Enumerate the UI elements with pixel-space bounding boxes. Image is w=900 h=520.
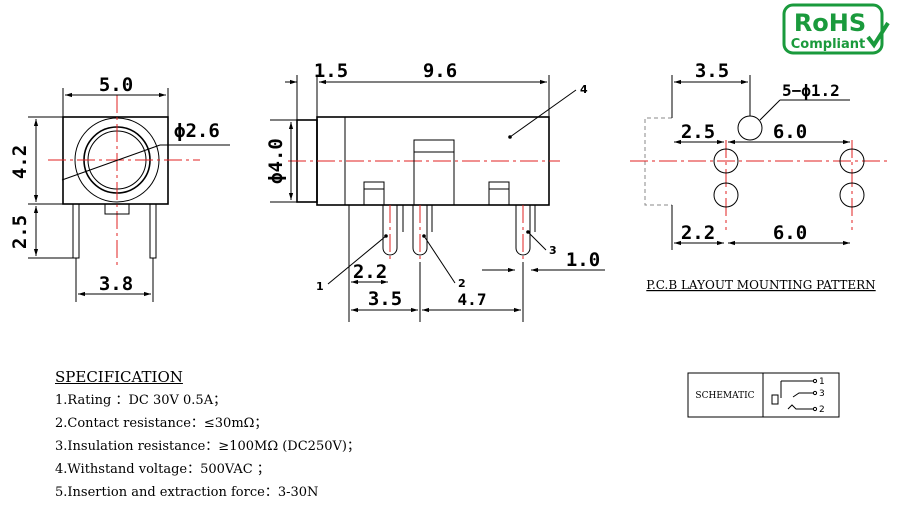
rohs-compliant-logo: RoHS Compliant (782, 3, 890, 55)
pcb-caption: P.C.B LAYOUT MOUNTING PATTERN (646, 278, 875, 292)
schematic-jack-symbol (771, 394, 779, 405)
spec-rating: 1.Rating ：DC 30V 0.5A； (55, 393, 227, 408)
dim-front-height: 4.2 (9, 145, 31, 179)
dim-pcb-row2-left: 2.2 (681, 222, 715, 244)
dim-pcb-row1-left: 2.5 (681, 121, 715, 143)
schematic-label: SCHEMATIC (695, 391, 754, 401)
schematic-terminal-3: 3 (819, 389, 825, 399)
pcb-hole-row1-left (713, 148, 739, 174)
pcb-hole-row2-left (713, 182, 739, 208)
side-pin-1 (382, 205, 398, 256)
phi-leader (61, 144, 161, 181)
pcb-hole-spec: 5−ϕ1.2 (782, 81, 840, 100)
schematic-terminal-2: 2 (819, 405, 825, 415)
spec-insertion-force: 5.Insertion and extraction force：3-30N (55, 485, 319, 500)
dim-pin-height: 2.5 (9, 215, 31, 249)
callout-2: 2 (458, 277, 466, 290)
spec-insulation-resistance: 3.Insulation resistance：≥100MΩ (DC250V)； (55, 439, 360, 454)
front-pin-left (72, 203, 80, 259)
callout-1: 1 (316, 280, 324, 293)
schematic-box: SCHEMATIC 1 3 2 (687, 372, 840, 418)
specification-title: SPECIFICATION (55, 368, 183, 386)
pcb-hole-row2-right (839, 182, 865, 208)
dim-total-offset: 3.5 (368, 288, 402, 310)
dim-pin1-pin2: 2.2 (353, 261, 387, 283)
side-pin-2 (412, 205, 428, 256)
callout-3: 3 (549, 244, 557, 257)
side-view: 1.5 9.6 ϕ4.0 4 1 2 3 1.0 2.2 (265, 60, 605, 322)
rohs-line1: RoHS (794, 9, 866, 37)
side-center-tab (413, 139, 455, 206)
dim-pin2-pin3: 4.7 (458, 290, 487, 309)
dim-body-length: 9.6 (423, 60, 457, 82)
rohs-line2: Compliant (791, 37, 865, 52)
dim-side-diameter: ϕ4.0 (265, 138, 287, 184)
front-bottom-tab (104, 203, 130, 215)
dim-pcb-top-offset: 3.5 (695, 60, 729, 82)
dim-pin-spacing: 3.8 (99, 273, 133, 295)
pcb-hole-row1-right (839, 148, 865, 174)
spec-contact-resistance: 2.Contact resistance：≤30mΩ； (55, 416, 268, 431)
pcb-hole-top (737, 115, 763, 141)
dim-front-length: 1.5 (314, 60, 348, 82)
specification-block: SPECIFICATION 1.Rating ：DC 30V 0.5A； 2.C… (55, 366, 360, 504)
dim-front-width: 5.0 (99, 74, 133, 96)
callout-4: 4 (580, 83, 588, 96)
dim-pcb-row2-right: 6.0 (773, 222, 807, 244)
dim-pin3: 1.0 (566, 249, 600, 271)
schematic-terminal-1: 1 (819, 377, 825, 387)
front-pin-right (149, 203, 157, 259)
side-pin-3 (515, 205, 531, 256)
check-icon (866, 21, 890, 49)
dim-pcb-row1-right: 6.0 (773, 121, 807, 143)
dim-front-diameter: ϕ2.6 (174, 120, 220, 142)
pcb-layout: 3.5 5−ϕ1.2 2.5 6.0 2.2 6.0 P.C.B LAYOUT … (630, 60, 890, 292)
spec-withstand-voltage: 4.Withstand voltage：500VAC ； (55, 462, 270, 477)
front-view: 5.0 ϕ2.6 4.2 2.5 3.8 (9, 74, 230, 302)
